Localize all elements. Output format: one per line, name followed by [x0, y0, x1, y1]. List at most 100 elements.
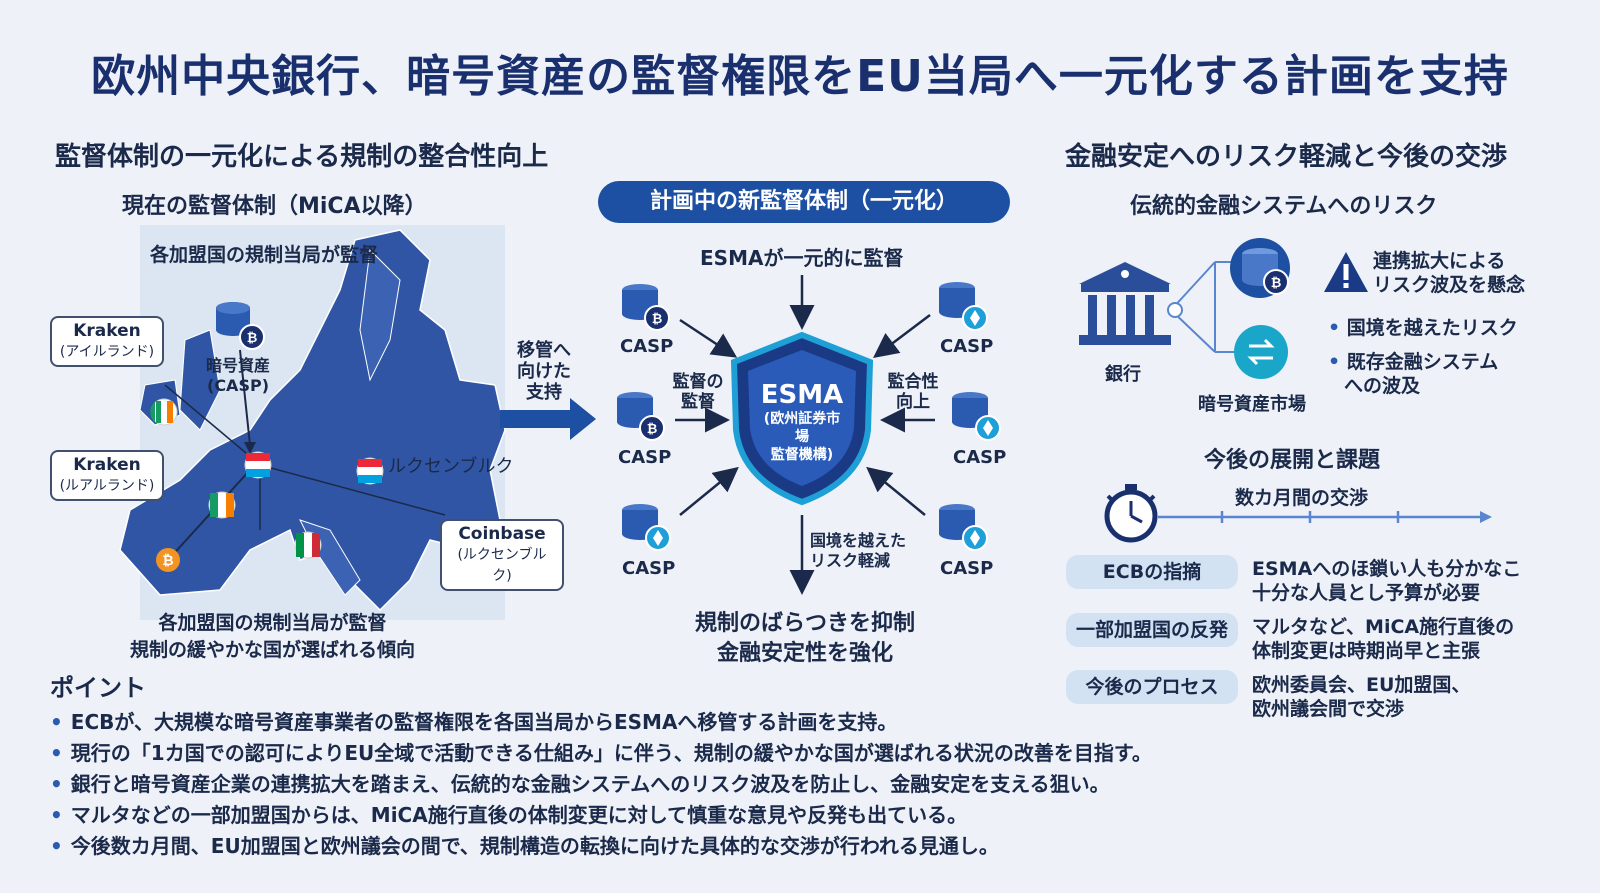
points-heading: ポイント	[50, 674, 146, 702]
bank-label: 銀行	[1105, 364, 1141, 385]
right-flow-label: 監合性 向上	[885, 372, 941, 412]
process-tag: 今後のプロセス	[1066, 670, 1238, 704]
map-caption: 各加盟国の規制当局が監督 規制の緩やかな国が選ばれる傾向	[100, 610, 445, 664]
market-label: 暗号資産市場	[1198, 394, 1306, 415]
coinbase-label: Coinbase (ルクセンブルク)	[440, 519, 564, 591]
warning-line2: リスク波及を懸念	[1373, 274, 1526, 296]
warning-line1: 連携拡大による	[1373, 250, 1506, 272]
casp-label-6: CASP	[940, 558, 994, 579]
svg-text:₿: ₿	[162, 553, 173, 569]
left-flow-line2: 監督	[681, 392, 715, 412]
ireland-flag-icon-2	[208, 491, 236, 519]
warning-text: 連携拡大による リスク波及を懸念	[1373, 249, 1525, 297]
stopwatch-icon	[1104, 484, 1158, 543]
svg-text:₿: ₿	[247, 331, 258, 346]
process-line2: 欧州議会間で交渉	[1252, 698, 1405, 720]
process-line1: 欧州委員会、EU加盟国、	[1252, 674, 1471, 696]
casp-eth-icon-1	[622, 504, 671, 551]
transfer-line1: 移管へ	[517, 340, 571, 361]
right-flow-line1: 監合性	[887, 372, 939, 392]
current-system-title: 現在の監督体制（MiCA以降）	[122, 194, 427, 219]
right-heading: 金融安定へのリスク軽減と今後の交渉	[1065, 142, 1508, 172]
casp-eth-icon-4	[939, 504, 988, 551]
europe-map: ₿ ₿	[119, 225, 506, 620]
process-desc: 欧州委員会、EU加盟国、 欧州議会間で交渉	[1252, 673, 1470, 721]
luxembourg-flag-icon-2	[356, 457, 384, 485]
esma-diagram: ₿ ₿	[617, 275, 1001, 595]
italy-flag-icon	[294, 531, 322, 559]
bottom-flow-label: 国境を越えた リスク軽減	[810, 531, 906, 571]
new-system-pill: 計画中の新監督体制（一元化）	[598, 181, 1010, 223]
bank-icon	[1079, 262, 1171, 345]
left-flow-label: 監督の 監督	[670, 372, 726, 412]
casp-label-5: CASP	[953, 447, 1007, 468]
ecb-point-line1: ESMAへのほ鎖い人も分かなこ	[1252, 558, 1522, 580]
svg-text:₿: ₿	[1271, 276, 1282, 291]
page-title: 欧州中央銀行、暗号資産の監督権限をEU当局へ一元化する計画を支持	[91, 51, 1509, 102]
casp-eth-icon-3	[952, 392, 1001, 441]
center-footer-line1: 規制のばらつきを抑制	[694, 611, 915, 636]
points-section: ポイント ECBが、大規模な暗号資産事業者の監督権限を各国当局からESMAへ移管…	[50, 668, 1152, 862]
risk-diagram: ₿	[1079, 238, 1290, 379]
points-list: ECBが、大規模な暗号資産事業者の監督権限を各国当局からESMAへ移管する計画を…	[50, 707, 1152, 862]
esma-shield-icon	[730, 331, 874, 506]
casp-label-1: CASP	[620, 336, 674, 357]
kraken-luxembourg-label: Kraken (ルアルランド)	[50, 450, 164, 501]
opposition-line1: マルタなど、MiCA施行直後の	[1252, 616, 1515, 638]
luxembourg-label: ルクセンブルク	[388, 456, 514, 477]
point-item: 今後数カ月間、EU加盟国と欧州議会の間で、規制構造の転換に向けた具体的な交渉が行…	[50, 831, 1152, 862]
point-item: 現行の「1カ国での認可によりEU全域で活動できる仕組み」に伴う、規制の緩やかな国…	[50, 738, 1152, 769]
risk-bullets: • 国境を越えたリスク • 既存金融システム への波及	[1328, 316, 1518, 398]
ecb-point-line2: 十分な人員とし予算が必要	[1252, 582, 1481, 604]
kraken-name: Kraken	[73, 321, 141, 341]
transfer-arrow-icon	[500, 398, 596, 440]
center-footer: 規制のばらつきを抑制 金融安定性を強化	[640, 609, 970, 669]
casp-database-icon: ₿	[216, 302, 265, 350]
right-flow-line2: 向上	[896, 392, 930, 412]
opposition-desc: マルタなど、MiCA施行直後の 体制変更は時期尚早と主張	[1252, 615, 1514, 663]
transfer-line3: 支持	[526, 382, 562, 403]
kraken-ireland-label: Kraken (アイルランド)	[50, 316, 164, 367]
casp-label-3: CASP	[622, 558, 676, 579]
luxembourg-flag-icon	[244, 451, 272, 479]
transfer-line2: 向けた	[517, 361, 571, 382]
kraken-country: (アイルランド)	[59, 344, 155, 360]
future-title: 今後の展開と課題	[1204, 448, 1381, 473]
casp-label-2: CASP	[618, 447, 672, 468]
crypto-label-line2: (CASP)	[207, 376, 269, 395]
risk-bullet-2b: への波及	[1344, 375, 1421, 397]
opposition-line2: 体制変更は時期尚早と主張	[1252, 640, 1481, 662]
bottom-flow-line1: 国境を越えた	[810, 531, 907, 550]
point-item: マルタなどの一部加盟国からは、MiCA施行直後の体制変更に対して慎重な意見や反発…	[50, 800, 1152, 831]
risk-bullet-2: • 既存金融システム	[1328, 351, 1499, 373]
map-caption-line1: 各加盟国の規制当局が監督	[158, 612, 387, 634]
esma-sub1: (欧州証券市場	[763, 411, 841, 445]
opposition-tag: 一部加盟国の反発	[1066, 613, 1238, 647]
left-heading: 監督体制の一元化による規制の整合性向上	[55, 142, 549, 172]
point-item: ECBが、大規模な暗号資産事業者の監督権限を各国当局からESMAへ移管する計画を…	[50, 707, 1152, 738]
bottom-flow-line2: リスク軽減	[810, 551, 891, 570]
timeline-label: 数カ月間の交渉	[1235, 487, 1369, 509]
coinbase-name: Coinbase	[458, 524, 546, 544]
ireland-flag-icon	[150, 398, 178, 426]
scandinavia	[359, 248, 401, 382]
center-footer-line2: 金融安定性を強化	[716, 641, 893, 666]
bitcoin-icon: ₿	[156, 548, 180, 572]
map-caption-line2: 規制の緩やかな国が選ばれる傾向	[129, 639, 415, 661]
esma-shield-text: ESMA (欧州証券市場 監督機構)	[757, 380, 847, 464]
casp-label-4: CASP	[940, 336, 994, 357]
svg-text:₿: ₿	[652, 312, 663, 327]
left-flow-line1: 監督の	[672, 372, 724, 392]
timeline	[1104, 484, 1492, 543]
point-item: 銀行と暗号資産企業の連携拡大を踏まえ、伝統的な金融システムへのリスク波及を防止し…	[50, 769, 1152, 800]
esma-label: ESMA	[760, 380, 844, 410]
transfer-label: 移管へ 向けた 支持	[510, 340, 578, 403]
exchange-icon	[1234, 325, 1288, 379]
casp-bitcoin-icon-2: ₿	[617, 392, 665, 441]
coinbase-country: (ルクセンブルク)	[457, 547, 547, 584]
warning-icon	[1324, 252, 1368, 292]
casp-bitcoin-icon-1: ₿	[622, 284, 670, 331]
casp-eth-icon-2	[939, 282, 988, 331]
risk-title: 伝統的金融システムへのリスク	[1130, 194, 1438, 219]
current-system-subtitle: 各加盟国の規制当局が監督	[150, 244, 379, 266]
